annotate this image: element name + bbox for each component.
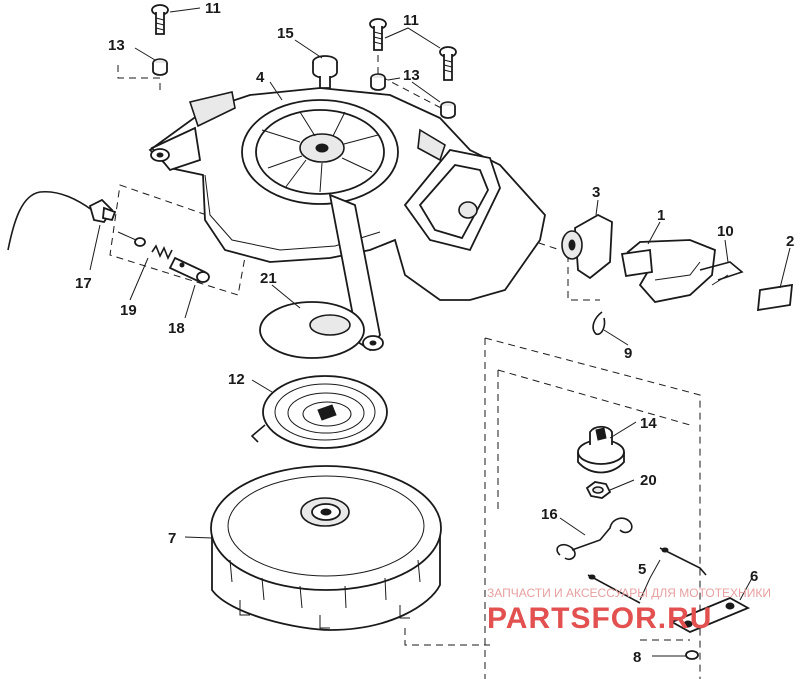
spacer-13-left [152,58,168,76]
callout-7: 7 [168,530,176,547]
screw-11-middle [369,18,387,51]
watermark-brand: PARTSFOR.RU [487,602,712,635]
callout-9: 9 [624,345,632,362]
rope-guide-3 [561,213,613,280]
callout-19: 19 [120,302,137,319]
screw-11-right [439,46,457,81]
pawl-5-lower [587,574,641,604]
callout-labels: 11 13 15 11 4 13 3 1 10 2 17 19 18 21 9 … [75,0,794,666]
callout-1: 1 [657,207,665,224]
callout-16: 16 [541,506,558,523]
callout-17: 17 [75,275,92,292]
rope-clip-9 [592,311,606,336]
callout-8: 8 [633,649,641,666]
handle-insert-2 [756,283,794,312]
leader-lines [89,7,791,657]
callout-13-left: 13 [108,37,125,54]
callout-18: 18 [168,320,185,337]
callout-21: 21 [260,270,277,287]
callout-12: 12 [228,371,245,388]
callout-20: 20 [640,472,657,489]
spacer-13-right [440,101,456,119]
rope-anchor-10 [699,261,744,286]
spacer-13-middle [370,73,386,91]
callout-10: 10 [717,223,734,240]
starter-housing [148,87,546,352]
pawl-plate-6 [669,597,751,633]
lockout-cable-17 [7,190,117,251]
pawl-spring-16 [556,517,633,561]
callout-13-right: 13 [403,67,420,84]
nut-20 [585,481,612,499]
pawl-5-upper [659,547,707,576]
callout-14: 14 [640,415,657,432]
watermark: ЗАПЧАСТИ И АКСЕССУАРЫ ДЛЯ МОТОТЕХНИКИ PA… [487,586,771,635]
center-bolt-15 [312,55,338,89]
callout-11-right: 11 [403,12,419,29]
retaining-ring-8 [685,650,699,660]
callout-5: 5 [638,561,646,578]
callout-2: 2 [786,233,794,250]
pulley-7 [210,465,442,631]
rewind-spring-12 [250,375,388,449]
watermark-tagline: ЗАПЧАСТИ И АКСЕССУАРЫ ДЛЯ МОТОТЕХНИКИ [487,586,771,600]
plunger-18 [168,256,210,284]
screw-11-left [151,4,169,35]
callout-6: 6 [750,568,758,585]
callout-4: 4 [256,69,265,86]
spring-19 [117,231,173,260]
callout-15: 15 [277,25,294,42]
callout-3: 3 [592,184,600,201]
washer-21 [259,301,365,359]
starter-handle-1 [620,239,716,303]
pawl-retainer-14 [577,425,625,474]
callout-11-left: 11 [205,0,221,17]
